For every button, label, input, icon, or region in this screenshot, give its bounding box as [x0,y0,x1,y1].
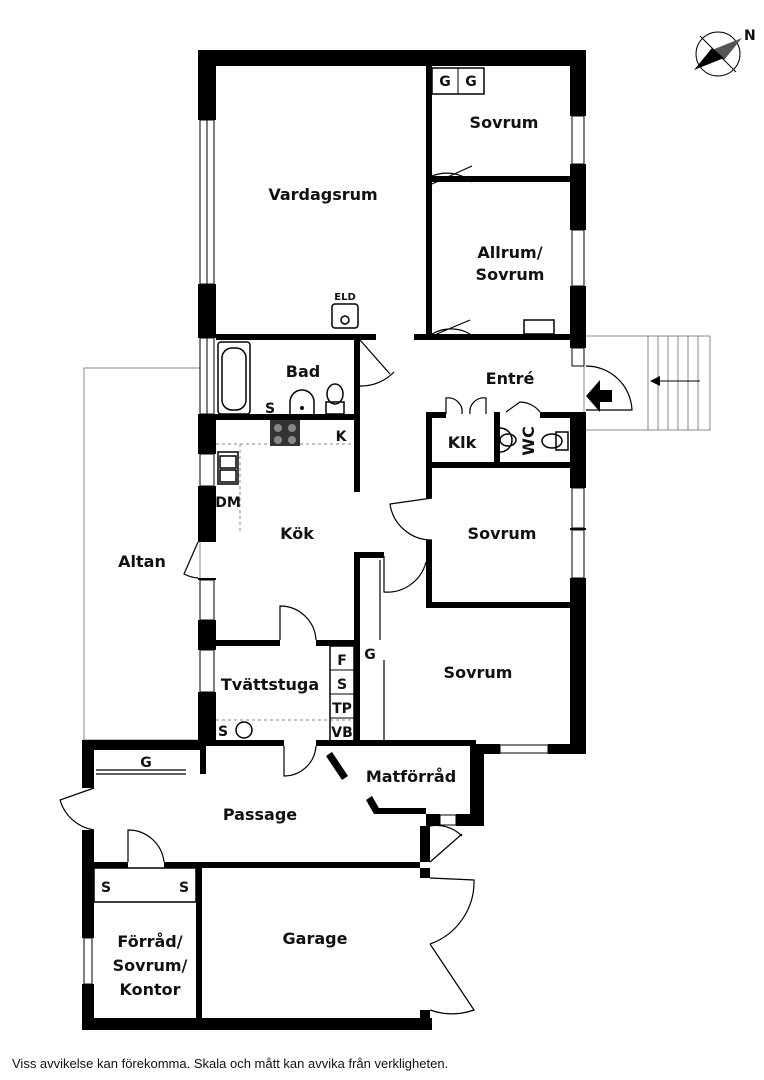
room-forrad-line3: Kontor [119,980,180,999]
room-vardagsrum: Vardagsrum [268,185,377,204]
fixture-g-passage: G [140,755,152,771]
room-allrum-line2: Sovrum [476,265,545,284]
fixture-s-forrad1: S [101,880,111,896]
floor-plan: N Vardagsrum Sovrum Allrum/ Sovrum Bad E… [59,28,756,1030]
fixture-g-sovrum: G [364,647,376,663]
room-sovrum-lower: Sovrum [444,663,513,682]
room-sovrum-top: Sovrum [470,113,539,132]
fixture-s-sink: S [218,724,228,740]
fixture-g2: G [465,74,477,90]
fixture-s-tv: S [337,677,347,693]
wc-fixtures [499,427,569,453]
room-forrad-line2: Sovrum/ [113,956,188,975]
fixture-tp: TP [332,701,352,717]
fixture-g1: G [439,74,451,90]
fireplace [331,303,359,329]
compass-label: N [744,28,756,44]
disclaimer-text: Viss avvikelse kan förekomma. Skala och … [12,1056,449,1071]
room-matforrad: Matförråd [366,767,456,786]
room-allrum-line1: Allrum/ [477,243,542,262]
windows [83,115,585,985]
room-entre: Entré [486,369,535,388]
fixture-s-forrad2: S [179,880,189,896]
bathtub [217,341,251,415]
room-klk: Klk [448,433,477,452]
fixture-dm: DM [215,495,241,511]
fixture-s-bad: S [265,401,275,417]
room-bad: Bad [286,362,320,381]
outer-walls [82,50,586,1030]
room-tvattstuga: Tvättstuga [221,675,319,694]
allrum-cabinet [523,319,555,335]
room-wc: WC [519,426,538,455]
room-sovrum-mid: Sovrum [468,524,537,543]
doors [59,165,633,1015]
bad-toilet [325,383,345,415]
compass-icon [694,31,742,77]
fixture-eld: ELD [334,292,356,303]
room-altan: Altan [118,552,166,571]
entrance-stairs [583,335,711,431]
entrance-arrow-icon [586,380,612,412]
tv-column [329,645,355,743]
room-forrad-line1: Förråd/ [117,932,182,951]
fixture-k: K [336,429,348,445]
wardrobe-top [431,67,485,95]
fixture-f: F [337,653,347,669]
interior-walls [94,66,570,1018]
kitchen-counter [216,420,354,534]
room-kok: Kök [280,524,314,543]
fixture-vb: VB [331,725,353,741]
bad-sink [289,389,315,414]
room-garage: Garage [283,929,348,948]
sliding-doors [96,560,385,775]
forrad-shelf [93,867,197,903]
laundry-sink [216,719,354,739]
room-passage: Passage [223,805,297,824]
